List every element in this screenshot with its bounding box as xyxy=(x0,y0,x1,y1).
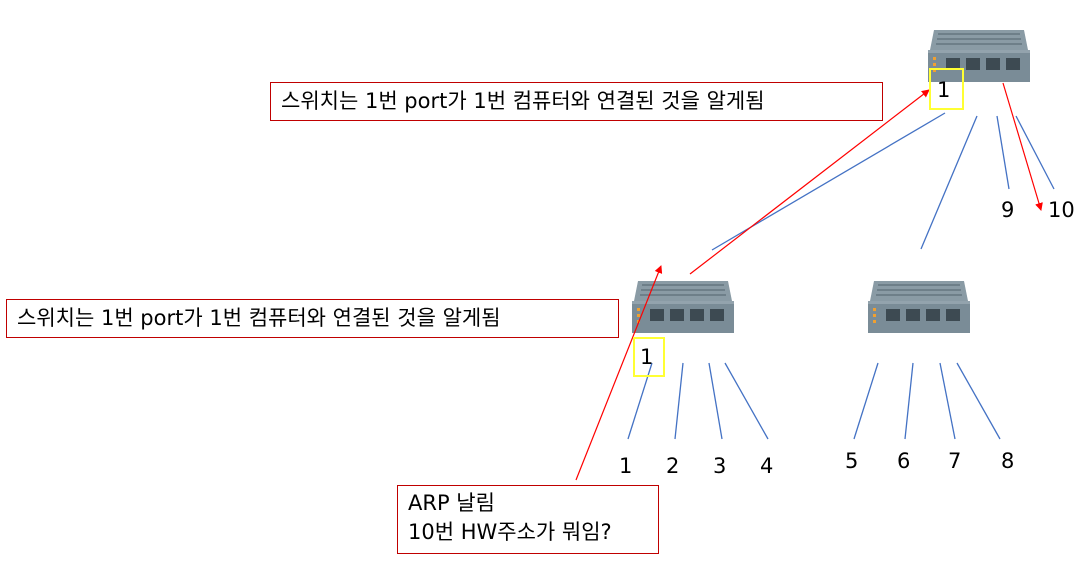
computer-label-2: 2 xyxy=(666,454,680,478)
arp-arrow-to-top-switch xyxy=(689,89,930,275)
top-switch-port-highlight xyxy=(929,68,964,110)
left-switch-icon xyxy=(631,280,735,334)
computer-label-1: 1 xyxy=(619,454,633,478)
callout-top-switch: 스위치는 1번 port가 1번 컴퓨터와 연결된 것을 알게됨 xyxy=(270,82,883,121)
computer-label-6: 6 xyxy=(897,449,911,473)
computer-label-7: 7 xyxy=(948,449,962,473)
left-switch-port-highlight xyxy=(633,337,665,377)
link-top-to-computer-9 xyxy=(996,115,1010,190)
link-computer-6 xyxy=(904,362,914,440)
computer-label-9: 9 xyxy=(1001,198,1015,222)
computer-label-8: 8 xyxy=(1001,449,1015,473)
callout-left-switch: 스위치는 1번 port가 1번 컴퓨터와 연결된 것을 알게됨 xyxy=(6,299,619,338)
link-computer-5 xyxy=(853,362,879,440)
computer-label-3: 3 xyxy=(713,454,727,478)
link-top-to-right-switch xyxy=(920,115,978,250)
computer-label-10: 10 xyxy=(1048,198,1075,222)
link-computer-2 xyxy=(674,362,684,440)
right-switch-icon xyxy=(867,280,971,334)
top-switch-port-label: 1 xyxy=(937,78,951,102)
left-switch-port-label: 1 xyxy=(640,345,654,369)
link-computer-7 xyxy=(939,362,956,440)
arp-arrow-to-left-switch xyxy=(575,265,663,481)
link-computer-4 xyxy=(724,362,769,440)
arp-arrow-to-computer-10 xyxy=(1002,82,1043,211)
computer-label-5: 5 xyxy=(845,449,859,473)
link-computer-8 xyxy=(956,362,1001,440)
computer-label-4: 4 xyxy=(760,454,774,478)
callout-arp-line2: 10번 HW주소가 뭐임? xyxy=(408,520,612,544)
callout-arp: ARP 날림 10번 HW주소가 뭐임? xyxy=(397,485,659,554)
link-top-to-computer-10 xyxy=(1015,115,1055,190)
link-computer-3 xyxy=(708,362,723,440)
callout-arp-line1: ARP 날림 xyxy=(408,491,495,515)
